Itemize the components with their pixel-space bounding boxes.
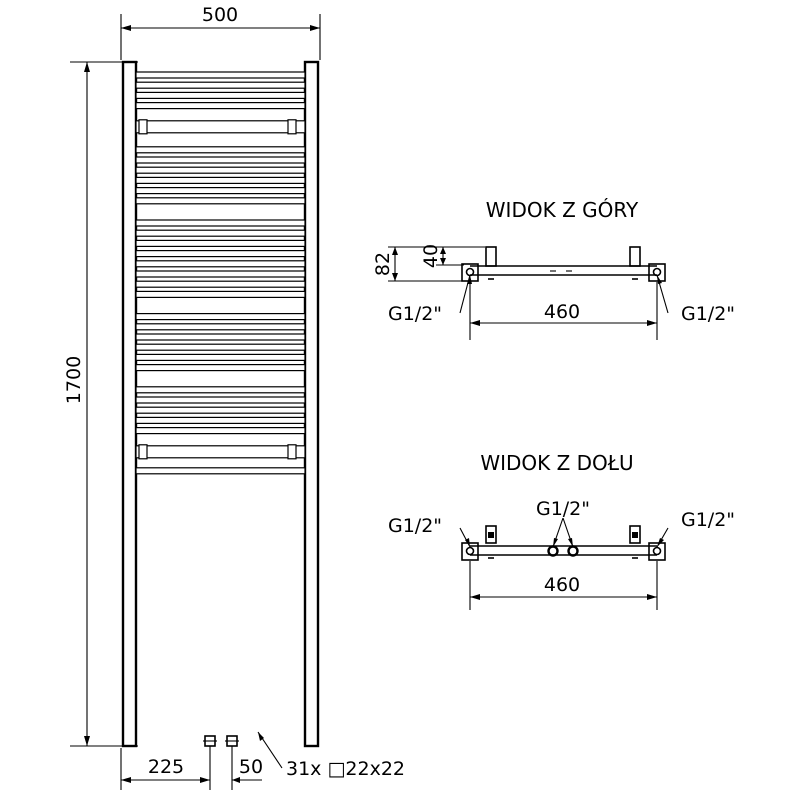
- rung-tube: [135, 396, 306, 404]
- bottom-view-spacing-dimension: 460: [469, 561, 658, 610]
- rung-tube: [135, 313, 306, 321]
- rung-tube: [135, 270, 306, 278]
- width-dimension: 500: [120, 4, 321, 60]
- top-connection-left-label: G1/2": [388, 303, 442, 325]
- mounting-rung: [135, 445, 306, 459]
- rung-tube: [135, 353, 306, 361]
- mounting-bracket: [138, 119, 148, 135]
- height-dimension: 1700: [63, 61, 138, 747]
- bottom-connection-middle-label: G1/2": [536, 498, 590, 520]
- rung-tube: [135, 416, 306, 424]
- mounting-bracket: [287, 119, 297, 135]
- rung-tube: [135, 197, 306, 205]
- bottom-view: WIDOK Z DOŁU: [388, 451, 735, 610]
- height-label: 1700: [63, 356, 85, 404]
- right-collector: [303, 60, 320, 748]
- left-collector: [121, 60, 138, 748]
- top-view: WIDOK Z GÓRY 82 40: [372, 198, 735, 340]
- radiator-rungs: [135, 71, 306, 475]
- mounting-bracket: [138, 444, 148, 460]
- rung-tube: [135, 101, 306, 110]
- rung-tube: [135, 260, 306, 268]
- offset-label: 225: [148, 756, 184, 778]
- tube-spec-callout: 31x □22x22: [257, 731, 405, 780]
- rung-tube: [135, 406, 306, 414]
- rung-tube: [135, 250, 306, 258]
- rung-tube: [135, 364, 306, 372]
- bottom-connection-left-label: G1/2": [388, 515, 442, 537]
- rung-tube: [135, 176, 306, 184]
- rung-tube: [135, 467, 306, 475]
- depth-total-label: 82: [372, 252, 394, 276]
- rung-tube: [135, 386, 306, 394]
- bottom-connection-right-label: G1/2": [681, 509, 735, 531]
- rung-tube: [135, 166, 306, 174]
- mounting-rung: [135, 120, 306, 134]
- top-view-body: [461, 246, 666, 282]
- bottom-view-title: WIDOK Z DOŁU: [480, 451, 633, 475]
- top-connection-right-label: G1/2": [681, 303, 735, 325]
- top-spacing-label: 460: [544, 301, 580, 323]
- rung-tube: [135, 343, 306, 351]
- mounting-bracket: [287, 444, 297, 460]
- depth-axis-label: 40: [420, 244, 442, 268]
- rung-tube: [135, 91, 306, 100]
- rung-tube: [135, 187, 306, 195]
- rung-tube: [135, 290, 306, 298]
- rung-tube: [135, 219, 306, 227]
- rung-tube: [135, 323, 306, 331]
- rung-tube: [135, 146, 306, 154]
- rung-tube: [135, 427, 306, 435]
- front-view: 500 1700: [63, 4, 405, 790]
- rung-tube: [135, 71, 306, 79]
- top-view-title: WIDOK Z GÓRY: [486, 198, 639, 222]
- bottom-view-connections: G1/2" G1/2" G1/2": [388, 498, 735, 548]
- top-view-spacing-dimension: 460: [469, 282, 658, 340]
- rung-tube: [135, 239, 306, 247]
- rung-tube: [135, 229, 306, 237]
- rung-tube: [135, 280, 306, 288]
- rung-tube: [135, 156, 306, 164]
- bottom-spacing-label: 460: [544, 574, 580, 596]
- rung-tube: [135, 81, 306, 89]
- bottom-view-body: [461, 525, 666, 561]
- rung-tube: [135, 333, 306, 341]
- width-label: 500: [202, 4, 238, 26]
- spacing-label: 50: [239, 756, 263, 778]
- depth-dimensions: 82 40: [372, 244, 485, 282]
- tube-spec-label: 31x □22x22: [286, 758, 405, 780]
- bottom-connectors: [203, 735, 239, 790]
- top-view-connections: G1/2" G1/2": [388, 274, 735, 325]
- bottom-dimensions: 225 50: [120, 748, 263, 790]
